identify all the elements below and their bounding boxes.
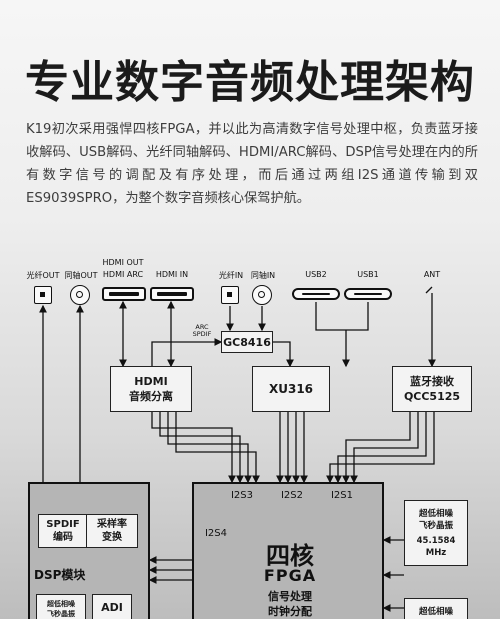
hdmi-audio-split-chip: HDMI 音频分离	[110, 366, 192, 412]
hdmi-split-line1: HDMI	[134, 375, 168, 388]
osc-line1: 超低相噪	[418, 508, 453, 519]
optical-in-label: 光纤IN	[218, 271, 244, 280]
femto-oscillator: 超低相噪 飞秒晶振 45.1584 MHz	[404, 500, 468, 566]
src-line1: 采样率	[97, 519, 127, 530]
spdif-encoder: SPDIF 编码	[38, 514, 88, 548]
i2s3-label: I2S3	[230, 490, 254, 501]
gc8416-chip: GC8416	[221, 331, 273, 353]
femto-oscillator-2: 超低相噪	[404, 598, 468, 619]
hdmi-in-port	[150, 287, 194, 301]
osc2-line1: 超低相噪	[418, 607, 453, 617]
fpga-desc-line1: 信号处理	[268, 590, 312, 603]
coax-in-label: 同轴IN	[250, 271, 276, 280]
dsp-clock-box: 超低相噪 飞秒晶振	[36, 594, 86, 619]
adi-label: ADI	[101, 601, 123, 614]
i2s4-label: I2S4	[204, 528, 228, 539]
dsp-block: SPDIF 编码 采样率 变换 DSP模块 超低相噪 飞秒晶振 ADI	[28, 482, 150, 619]
xu316-label: XU316	[268, 382, 314, 396]
adi-dsp-chip: ADI	[92, 594, 132, 619]
spdif-enc-line1: SPDIF	[46, 519, 80, 530]
hdmi-out-arc-port	[102, 287, 146, 301]
optical-out-jack	[34, 286, 52, 304]
hdmi-in-label: HDMI IN	[155, 270, 189, 279]
dsp-module-label: DSP模块	[34, 568, 86, 582]
optical-out-label: 光纤OUT	[26, 271, 60, 280]
coax-in-jack	[252, 285, 272, 305]
optical-in-jack	[221, 286, 239, 304]
hdmi-split-line2: 音频分离	[129, 390, 173, 403]
arc-label: ARC	[195, 323, 209, 331]
osc-unit: MHz	[425, 547, 447, 558]
usb2-port	[292, 288, 340, 300]
i2s1-label: I2S1	[330, 490, 354, 501]
hdmi-arc-label: HDMI ARC	[102, 270, 144, 279]
bt-line2: QCC5125	[403, 390, 461, 403]
i2s2-label: I2S2	[280, 490, 304, 501]
usb2-label: USB2	[305, 270, 327, 279]
page-title: 专业数字音频处理架构	[25, 57, 475, 108]
dsp-clock-line2: 飞秒晶振	[47, 610, 75, 618]
usb1-port	[344, 288, 392, 300]
osc-line2: 飞秒晶振	[418, 520, 453, 531]
usb1-label: USB1	[357, 270, 379, 279]
dsp-clock-line1: 超低相噪	[47, 600, 75, 608]
src-line2: 变换	[102, 532, 122, 543]
xu316-chip: XU316	[252, 366, 330, 412]
fpga-block: I2S3 I2S2 I2S1 I2S4 四核 FPGA 信号处理 时钟分配	[192, 482, 384, 619]
intro-paragraph: K19初次采用强悍四核FPGA，并以此为高清数字信号处理中枢，负责蓝牙接收解码、…	[26, 122, 478, 206]
spdif-enc-line2: 编码	[53, 532, 73, 543]
fpga-title: 四核	[266, 542, 314, 570]
ant-label: ANT	[423, 270, 441, 279]
fpga-subtitle: FPGA	[263, 566, 317, 585]
fpga-desc-line2: 时钟分配	[268, 605, 312, 618]
coax-out-jack	[70, 285, 90, 305]
bt-line1: 蓝牙接收	[410, 375, 454, 388]
sample-rate-converter: 采样率 变换	[86, 514, 138, 548]
osc-freq: 45.1584	[416, 535, 456, 546]
coax-out-label: 同轴OUT	[64, 271, 98, 280]
gc8416-label: GC8416	[223, 335, 271, 349]
bluetooth-receiver-chip: 蓝牙接收 QCC5125	[392, 366, 472, 412]
spdif-label: SPDIF	[192, 330, 212, 338]
hdmi-out-label: HDMI OUT	[102, 258, 144, 267]
